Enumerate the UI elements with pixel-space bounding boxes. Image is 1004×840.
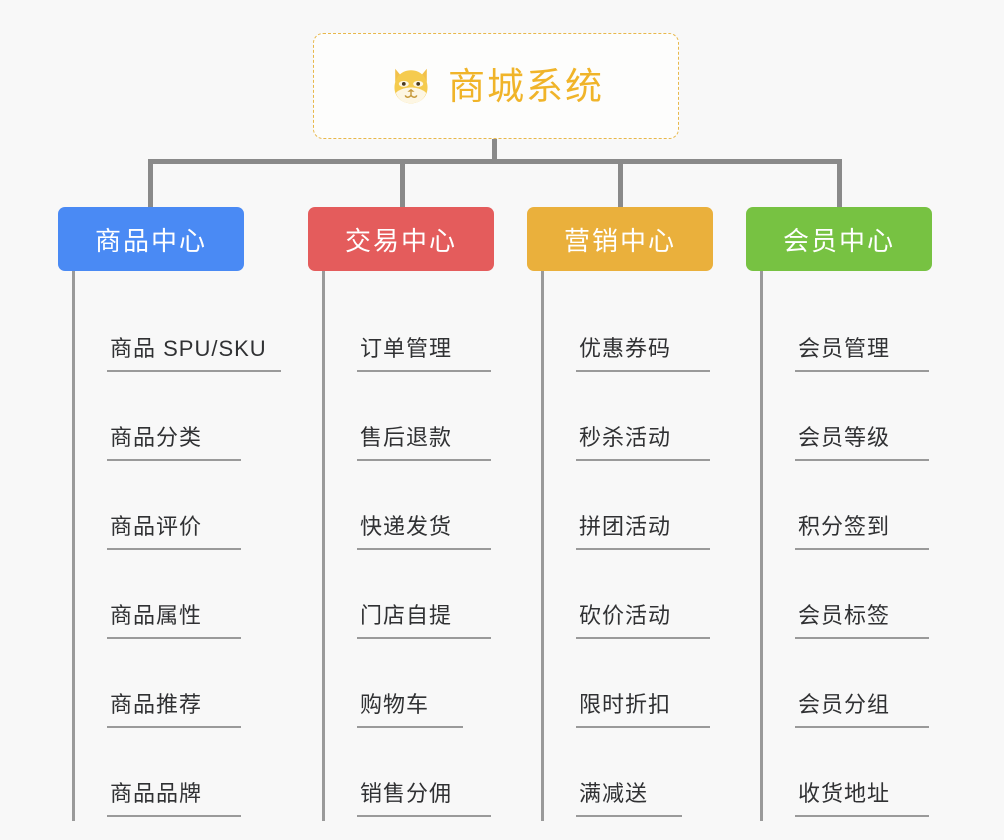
column-header-product-center[interactable]: 商品中心 <box>58 207 244 271</box>
list-item-label: 商品品牌 <box>107 781 241 817</box>
column-product-center: 商品中心商品 SPU/SKU 商品分类商品评价商品属性商品推荐商品品牌 <box>58 207 281 821</box>
column-header-member-center[interactable]: 会员中心 <box>746 207 932 271</box>
column-items-member-center: 会员管理会员等级积分签到会员标签会员分组收货地址 <box>760 271 932 821</box>
list-item-label: 会员等级 <box>795 425 929 461</box>
column-items-marketing-center: 优惠券码秒杀活动拼团活动砍价活动限时折扣满减送 <box>541 271 713 821</box>
list-item-label: 会员管理 <box>795 336 929 372</box>
list-item[interactable]: 购物车 <box>325 643 494 732</box>
list-item[interactable]: 商品品牌 <box>75 732 244 821</box>
list-item-label: 秒杀活动 <box>576 425 710 461</box>
list-item-label: 满减送 <box>576 781 682 817</box>
column-member-center: 会员中心会员管理会员等级积分签到会员标签会员分组收货地址 <box>746 207 932 821</box>
list-item[interactable]: 售后退款 <box>325 376 494 465</box>
list-item-label: 收货地址 <box>795 781 929 817</box>
list-item[interactable]: 优惠券码 <box>544 287 713 376</box>
list-item[interactable]: 商品 SPU/SKU <box>75 287 281 376</box>
column-header-trade-center[interactable]: 交易中心 <box>308 207 494 271</box>
list-item[interactable]: 会员标签 <box>763 554 932 643</box>
column-items-trade-center: 订单管理售后退款快递发货门店自提购物车销售分佣 <box>322 271 494 821</box>
list-item[interactable]: 满减送 <box>544 732 713 821</box>
connector-branch-4 <box>837 159 842 208</box>
shiba-dog-icon <box>394 68 428 104</box>
list-item-label: 购物车 <box>357 692 463 728</box>
connector-branch-2 <box>400 159 405 208</box>
connector-branch-3 <box>618 159 623 208</box>
list-item[interactable]: 商品分类 <box>75 376 244 465</box>
root-title: 商城系统 <box>448 65 604 107</box>
list-item[interactable]: 秒杀活动 <box>544 376 713 465</box>
list-item-label: 商品分类 <box>107 425 241 461</box>
list-item-label: 快递发货 <box>357 514 491 550</box>
column-header-marketing-center[interactable]: 营销中心 <box>527 207 713 271</box>
list-item[interactable]: 积分签到 <box>763 465 932 554</box>
connector-branch-1 <box>148 159 153 208</box>
list-item[interactable]: 限时折扣 <box>544 643 713 732</box>
list-item-label: 会员标签 <box>795 603 929 639</box>
list-item[interactable]: 商品推荐 <box>75 643 244 732</box>
list-item[interactable]: 商品评价 <box>75 465 244 554</box>
list-item-label: 门店自提 <box>357 603 491 639</box>
list-item-label: 商品推荐 <box>107 692 241 728</box>
list-item-label: 优惠券码 <box>576 336 710 372</box>
list-item[interactable]: 门店自提 <box>325 554 494 643</box>
list-item-label: 会员分组 <box>795 692 929 728</box>
list-item-label: 砍价活动 <box>576 603 710 639</box>
column-items-product-center: 商品 SPU/SKU 商品分类商品评价商品属性商品推荐商品品牌 <box>72 271 281 821</box>
list-item[interactable]: 收货地址 <box>763 732 932 821</box>
list-item-label: 售后退款 <box>357 425 491 461</box>
list-item[interactable]: 会员分组 <box>763 643 932 732</box>
column-marketing-center: 营销中心优惠券码秒杀活动拼团活动砍价活动限时折扣满减送 <box>527 207 713 821</box>
list-item-label: 订单管理 <box>357 336 491 372</box>
list-item-label: 商品 SPU/SKU <box>107 336 281 372</box>
list-item-label: 拼团活动 <box>576 514 710 550</box>
column-trade-center: 交易中心订单管理售后退款快递发货门店自提购物车销售分佣 <box>308 207 494 821</box>
list-item[interactable]: 商品属性 <box>75 554 244 643</box>
list-item[interactable]: 销售分佣 <box>325 732 494 821</box>
list-item[interactable]: 订单管理 <box>325 287 494 376</box>
list-item-label: 积分签到 <box>795 514 929 550</box>
list-item-label: 销售分佣 <box>357 781 491 817</box>
root-node[interactable]: 商城系统 <box>313 33 679 139</box>
list-item-label: 限时折扣 <box>576 692 710 728</box>
list-item[interactable]: 会员等级 <box>763 376 932 465</box>
list-item[interactable]: 砍价活动 <box>544 554 713 643</box>
list-item[interactable]: 会员管理 <box>763 287 932 376</box>
connector-root-stem <box>492 139 497 164</box>
list-item-label: 商品属性 <box>107 603 241 639</box>
list-item-label: 商品评价 <box>107 514 241 550</box>
list-item[interactable]: 快递发货 <box>325 465 494 554</box>
connector-horizontal-bus <box>148 159 842 164</box>
list-item[interactable]: 拼团活动 <box>544 465 713 554</box>
